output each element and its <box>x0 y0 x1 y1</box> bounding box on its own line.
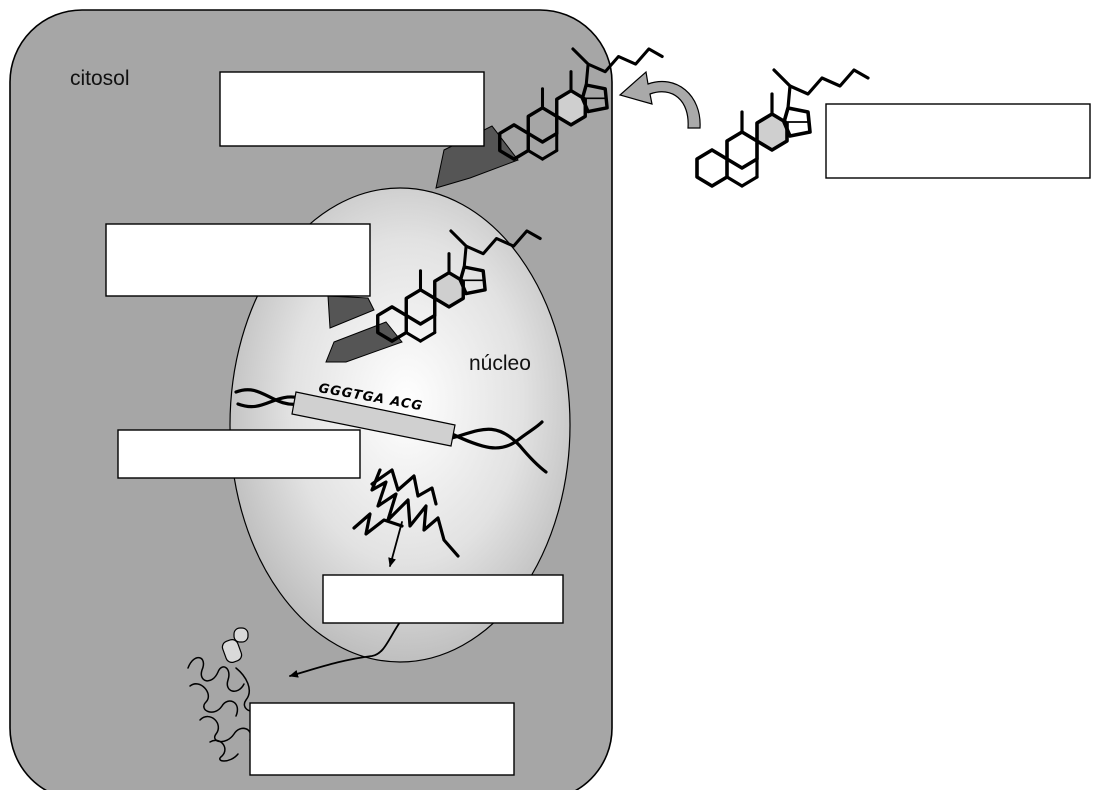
answer-box-1[interactable] <box>219 71 485 147</box>
transcription-arrow <box>388 521 403 567</box>
cytosol-label: citosol <box>70 67 130 90</box>
gene-box <box>291 391 456 447</box>
protein-synthesis-icon <box>187 627 261 762</box>
export-arrow <box>289 621 401 678</box>
entry-arrow-icon <box>618 70 701 129</box>
answer-box-4[interactable] <box>117 429 361 479</box>
mrna-strand-icon <box>352 468 460 558</box>
answer-box-2[interactable] <box>825 103 1091 179</box>
answer-box-5[interactable] <box>322 574 564 624</box>
answer-box-6[interactable] <box>249 702 515 776</box>
answer-box-3[interactable] <box>105 223 371 297</box>
dna-helix-icon <box>234 388 548 474</box>
nucleus-label: núcleo <box>469 352 531 375</box>
